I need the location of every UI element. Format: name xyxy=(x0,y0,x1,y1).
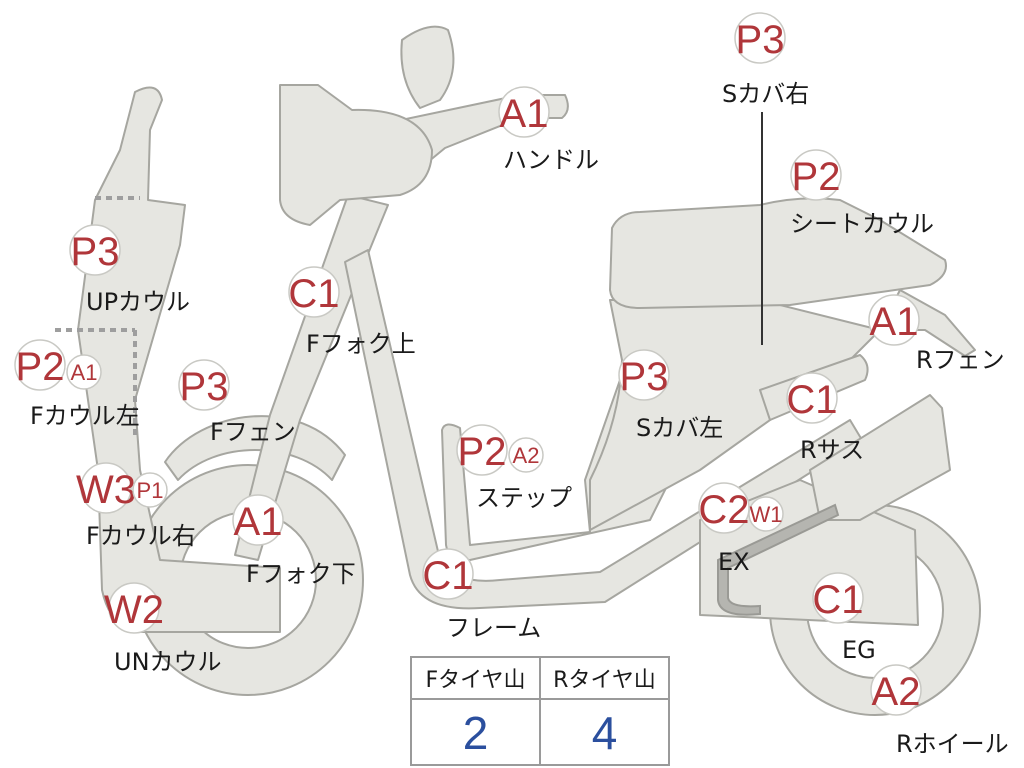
part-label: UNカウル xyxy=(114,648,222,676)
tire-table-value-row: 2 4 xyxy=(412,700,668,766)
grade-text: P2 xyxy=(16,345,65,389)
grade-badge xyxy=(14,339,66,391)
extra-grade-text: P1 xyxy=(137,478,164,503)
grade-badge xyxy=(698,482,750,534)
front-tire-value: 2 xyxy=(462,707,489,759)
part-s-cover-right: P3 Sカバ右 xyxy=(722,12,809,108)
part-label: Sカバ右 xyxy=(722,80,809,108)
tire-tread-table: Fタイヤ山 Rタイヤ山 2 4 xyxy=(410,656,670,766)
part-f-cowl-left: P2 A1 Fカウル左 xyxy=(14,339,140,430)
extra-grade-badge xyxy=(508,437,544,473)
grade-badge xyxy=(288,266,340,318)
extra-grade-text: A1 xyxy=(71,360,98,385)
grade-text: C1 xyxy=(786,378,837,422)
seat-shape xyxy=(609,197,947,309)
part-f-cowl-right: W3 P1 Fカウル右 xyxy=(76,462,196,550)
part-handle: A1 ハンドル xyxy=(498,86,599,174)
part-r-suspension: C1 Rサス xyxy=(786,372,864,464)
front-fender-shape xyxy=(164,415,346,481)
headlight-shape xyxy=(279,84,433,226)
grade-badge xyxy=(178,359,230,411)
part-label: Rサス xyxy=(800,436,864,464)
grade-badge xyxy=(790,149,842,201)
part-r-wheel: A2 Rホイール xyxy=(870,664,1009,758)
grade-badge xyxy=(456,424,508,476)
grade-badge xyxy=(498,86,550,138)
part-f-fork-lower: A1 Fフォク下 xyxy=(232,494,356,588)
part-engine: C1 EG xyxy=(812,572,876,664)
grade-text: C1 xyxy=(812,578,863,622)
front-tire-header: Fタイヤ山 xyxy=(425,668,526,693)
rear-tire-value: 4 xyxy=(539,700,668,766)
part-label: Fフェン xyxy=(210,418,296,446)
grade-text: P3 xyxy=(71,230,120,274)
grade-text: P3 xyxy=(620,355,669,399)
grade-badge xyxy=(870,664,922,716)
grade-text: P3 xyxy=(736,18,785,62)
part-f-fork-upper: C1 Fフォク上 xyxy=(288,266,416,358)
tire-table-header-row: Fタイヤ山 Rタイヤ山 xyxy=(412,658,668,700)
grade-badge xyxy=(734,12,786,64)
part-f-fender: P3 Fフェン xyxy=(178,359,296,446)
grade-badge xyxy=(618,349,670,401)
grade-text: C1 xyxy=(422,554,473,598)
grade-text: A1 xyxy=(500,92,549,136)
part-seat-cowl: P2 シートカウル xyxy=(790,149,934,238)
part-label: Fフォク下 xyxy=(246,560,356,588)
part-label: Rフェン xyxy=(916,346,1005,374)
extra-grade-badge xyxy=(132,472,168,508)
grade-text: W3 xyxy=(76,468,136,512)
part-label: Fカウル左 xyxy=(30,402,140,430)
mirror-shape xyxy=(400,25,455,109)
part-label: フレーム xyxy=(446,614,541,642)
part-label: ステップ xyxy=(476,484,572,512)
extra-grade-text: A2 xyxy=(513,443,540,468)
grade-badge xyxy=(108,582,160,634)
part-up-cowl: P3 UPカウル xyxy=(69,224,190,316)
extra-grade-badge xyxy=(748,496,784,532)
grade-text: P2 xyxy=(792,155,841,199)
part-exhaust: C2 W1 EX xyxy=(698,482,784,576)
grade-text: C2 xyxy=(698,488,749,532)
part-label: シートカウル xyxy=(790,210,934,238)
part-un-cowl: W2 UNカウル xyxy=(104,582,222,676)
grade-badge xyxy=(786,372,838,424)
part-label: Fフォク上 xyxy=(306,330,416,358)
extra-grade-text: W1 xyxy=(750,502,783,527)
grade-badge xyxy=(232,494,284,546)
grade-text: W2 xyxy=(104,588,164,632)
part-step: P2 A2 ステップ xyxy=(456,424,572,512)
grade-labels: A1 ハンドル P3 Sカバ右 P2 シートカウル P3 UPカウル C1 Fフ… xyxy=(14,12,1009,758)
grade-text: P3 xyxy=(180,365,229,409)
grade-badge xyxy=(868,294,920,346)
part-s-cover-left: P3 Sカバ左 xyxy=(618,349,723,442)
part-r-fender: A1 Rフェン xyxy=(868,294,1005,374)
grade-text: A1 xyxy=(234,500,283,544)
part-label: Sカバ左 xyxy=(636,414,723,442)
grade-text: A2 xyxy=(872,670,921,714)
grade-text: C1 xyxy=(288,272,339,316)
grade-text: A1 xyxy=(870,300,919,344)
part-label: EX xyxy=(718,548,750,576)
grade-badge xyxy=(69,224,121,276)
grade-badge xyxy=(80,462,132,514)
grade-badge xyxy=(422,548,474,600)
extra-grade-badge xyxy=(66,354,102,390)
part-frame: C1 フレーム xyxy=(422,548,541,642)
part-label: ハンドル xyxy=(503,146,599,174)
part-label: UPカウル xyxy=(86,288,190,316)
exhaust-shape xyxy=(717,503,840,616)
part-label: Fカウル右 xyxy=(86,522,196,550)
rear-tire-header: Rタイヤ山 xyxy=(539,658,668,698)
grade-badge xyxy=(812,572,864,624)
grade-text: P2 xyxy=(458,430,507,474)
part-label: Rホイール xyxy=(896,730,1009,758)
part-label: EG xyxy=(842,636,876,664)
